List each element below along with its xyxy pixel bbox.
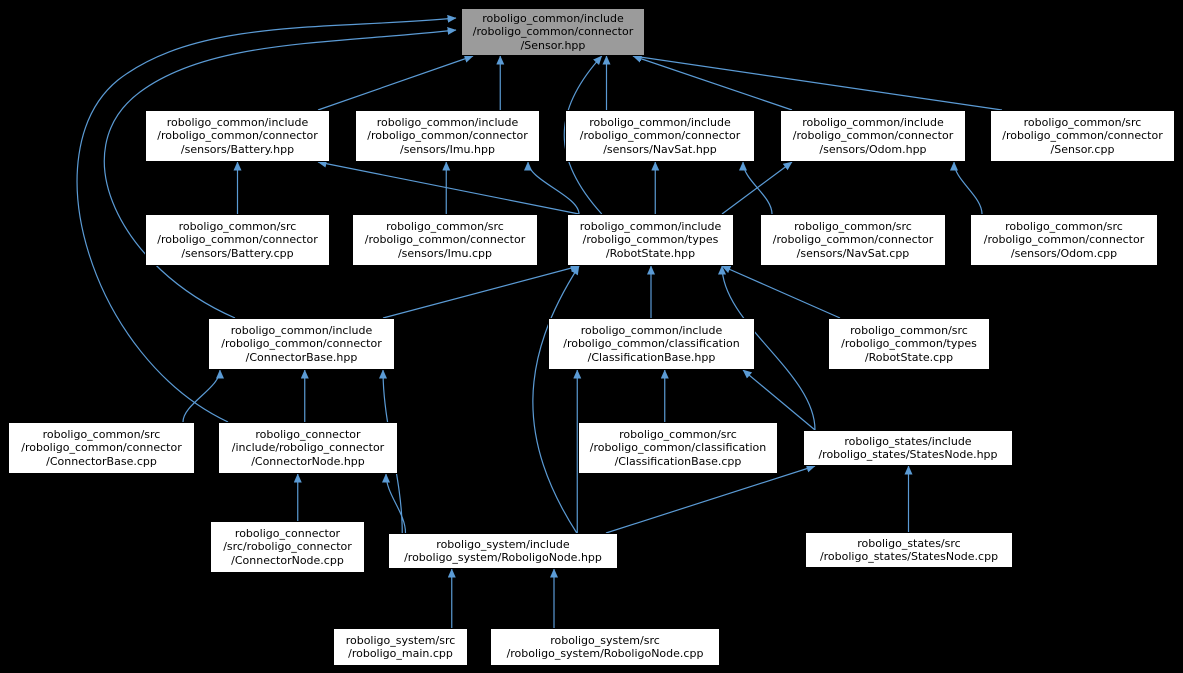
- include-edge-robotstate_hpp-to-imu_hpp: [524, 161, 580, 215]
- include-edge-roboligonode_hpp-to-connectornode_hpp: [382, 473, 407, 534]
- graph-node-robotstate-cpp[interactable]: roboligo_common/src /roboligo_common/typ…: [828, 318, 990, 370]
- graph-node-robotstate-hpp[interactable]: roboligo_common/include /roboligo_common…: [567, 214, 734, 266]
- include-edge-robotstate_hpp-to-odom_hpp: [721, 161, 793, 215]
- include-edge-robotstate_hpp-to-sensor_hpp: [563, 55, 603, 215]
- graph-node-connectornode-cpp[interactable]: roboligo_connector /src/roboligo_connect…: [210, 521, 365, 573]
- graph-node-odom-cpp[interactable]: roboligo_common/src /roboligo_common/con…: [970, 214, 1158, 266]
- include-edge-odom_hpp-to-sensor_hpp: [632, 54, 793, 111]
- graph-node-connectorbase-cpp[interactable]: roboligo_common/src /roboligo_common/con…: [8, 422, 195, 474]
- graph-node-roboligonode-cpp[interactable]: roboligo_system/src /roboligo_system/Rob…: [490, 628, 720, 666]
- include-edge-connectorbase_hpp-to-sensor_hpp: [103, 26, 457, 319]
- graph-node-battery-hpp[interactable]: roboligo_common/include /roboligo_common…: [145, 110, 330, 162]
- include-edge-robotstate_cpp-to-robotstate_hpp: [721, 265, 841, 319]
- include-edge-roboligonode_hpp-to-statesnode_hpp: [605, 464, 816, 534]
- include-edge-statesnode_hpp-to-robotstate_hpp: [718, 265, 816, 431]
- graph-node-battery-cpp[interactable]: roboligo_common/src /roboligo_common/con…: [145, 214, 330, 266]
- graph-node-sensor-hpp: roboligo_common/include /roboligo_common…: [461, 8, 645, 56]
- graph-node-classificationbase-hpp[interactable]: roboligo_common/include /roboligo_common…: [548, 318, 755, 370]
- include-edge-roboligonode_hpp-to-robotstate_hpp: [532, 265, 580, 534]
- graph-node-navsat-cpp[interactable]: roboligo_common/src /roboligo_common/con…: [760, 214, 946, 266]
- include-edge-connectorbase_cpp-to-connectorbase_hpp: [182, 369, 224, 423]
- graph-node-roboligonode-hpp[interactable]: roboligo_system/include /roboligo_system…: [388, 533, 618, 569]
- include-edge-sensor_cpp-to-sensor_hpp: [632, 53, 1003, 111]
- graph-node-statesnode-cpp[interactable]: roboligo_states/src /roboligo_states/Sta…: [805, 532, 1013, 568]
- include-edge-robotstate_hpp-to-battery_hpp: [317, 159, 580, 215]
- graph-node-sensor-cpp[interactable]: roboligo_common/src /roboligo_common/con…: [990, 110, 1175, 162]
- graph-node-classificationbase-cpp[interactable]: roboligo_common/src /roboligo_common/cla…: [578, 422, 778, 474]
- graph-node-imu-hpp[interactable]: roboligo_common/include /roboligo_common…: [355, 110, 540, 162]
- include-edge-battery_hpp-to-sensor_hpp: [317, 55, 474, 111]
- include-edge-connectorbase_hpp-to-robotstate_hpp: [382, 264, 580, 319]
- graph-node-statesnode-hpp[interactable]: roboligo_states/include /roboligo_states…: [803, 430, 1013, 466]
- graph-node-navsat-hpp[interactable]: roboligo_common/include /roboligo_common…: [565, 110, 755, 162]
- graph-node-main-cpp[interactable]: roboligo_system/src /roboligo_main.cpp: [333, 628, 468, 666]
- include-edge-odom_cpp-to-odom_hpp: [950, 161, 983, 215]
- graph-node-odom-hpp[interactable]: roboligo_common/include /roboligo_common…: [780, 110, 966, 162]
- include-edge-connectornode_hpp-to-sensor_hpp: [76, 14, 457, 423]
- include-edge-statesnode_hpp-to-classificationbase_hpp: [742, 369, 816, 431]
- graph-node-imu-cpp[interactable]: roboligo_common/src /roboligo_common/con…: [352, 214, 538, 266]
- graph-node-connectornode-hpp[interactable]: roboligo_connector /include/roboligo_con…: [218, 422, 398, 474]
- graph-node-connectorbase-hpp[interactable]: roboligo_common/include /roboligo_common…: [208, 318, 395, 370]
